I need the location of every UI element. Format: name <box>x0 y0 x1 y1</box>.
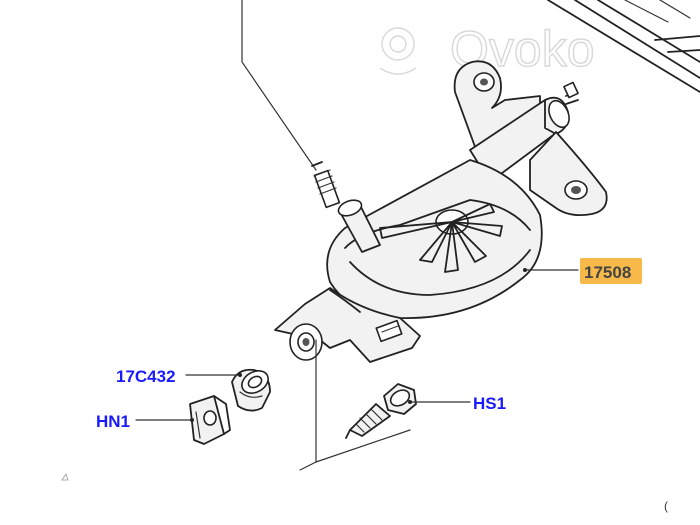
clip-nut-part <box>189 395 231 445</box>
arm-leader-line <box>241 0 317 171</box>
bolt-part <box>345 383 417 439</box>
leader-17C432-dot <box>238 373 242 377</box>
leader-HS1-dot <box>408 400 412 404</box>
leader-HN1-dot <box>190 418 194 422</box>
motor-housing <box>469 81 579 183</box>
bracket-leader-tail <box>299 461 317 471</box>
callout-HN1[interactable]: HN1 <box>96 412 130 431</box>
watermark-logo-icon <box>379 27 417 75</box>
callout-17508-highlight <box>580 258 642 284</box>
output-spindle <box>311 161 381 253</box>
right-mounting-bracket <box>529 131 608 217</box>
gearbox-housing <box>326 159 543 319</box>
gearbox-ribs <box>379 203 503 273</box>
leader-17508-dot <box>523 268 527 272</box>
small-triangle-mark <box>61 473 69 481</box>
callout-17C432[interactable]: 17C432 <box>116 367 176 386</box>
callout-17508[interactable]: 17508 <box>584 263 631 282</box>
mounting-flange <box>274 287 421 363</box>
window-glass-edge <box>547 0 700 93</box>
corner-mark: ( <box>664 499 668 513</box>
callout-HS1[interactable]: HS1 <box>473 394 506 413</box>
bushing-part <box>231 368 271 412</box>
